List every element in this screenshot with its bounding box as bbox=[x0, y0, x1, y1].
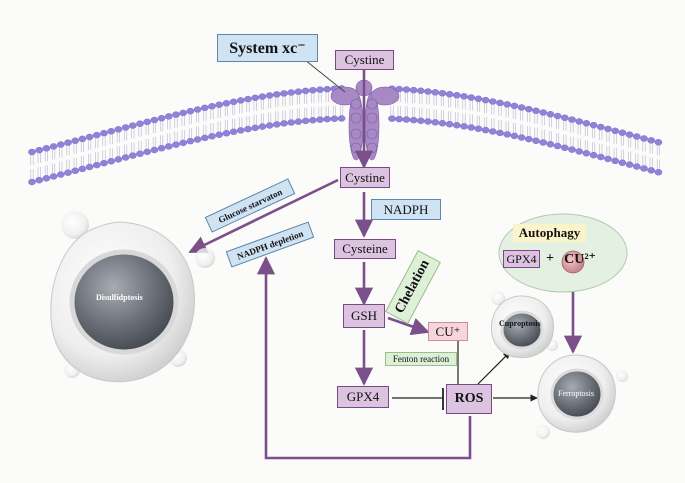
plus-sign: + bbox=[546, 251, 554, 266]
system-xc-transporter bbox=[330, 79, 400, 161]
ferroptosis-cell bbox=[536, 354, 628, 439]
disulfidptosis-label: Disulfidptosis bbox=[96, 293, 143, 302]
cuproptosis-label: Cuproptosis bbox=[499, 319, 541, 328]
autophagy-label: Autophagy bbox=[513, 224, 586, 242]
ferroptosis-label: Ferroptosis bbox=[558, 389, 594, 398]
disulfidptosis-cell bbox=[50, 211, 215, 383]
copper-particle-icon bbox=[561, 250, 585, 274]
ros-node: ROS bbox=[446, 384, 492, 414]
system-xc-label: System xc⁻ bbox=[217, 34, 318, 62]
ros-arrows bbox=[392, 341, 538, 410]
system-xc-pointer bbox=[304, 59, 346, 93]
cu2-label: CU²⁺ bbox=[564, 251, 596, 267]
cystine-top-node: Cystine bbox=[335, 50, 394, 70]
nadph-label: NADPH bbox=[371, 199, 441, 220]
gsh-node: GSH bbox=[343, 304, 385, 328]
cell-membrane bbox=[28, 85, 663, 186]
cu-plus-node: CU⁺ bbox=[428, 322, 468, 341]
gpx4-node: GPX4 bbox=[337, 386, 389, 408]
cysteine-node: Cysteine bbox=[334, 239, 396, 259]
autophagy-gpx4-node: GPX4 bbox=[503, 250, 540, 268]
pathway-arrows bbox=[188, 70, 583, 460]
cystine-mid-node: Cystine bbox=[340, 167, 390, 188]
cuproptosis-cell bbox=[490, 291, 558, 359]
fenton-reaction-label: Fenton reaction bbox=[385, 352, 457, 366]
